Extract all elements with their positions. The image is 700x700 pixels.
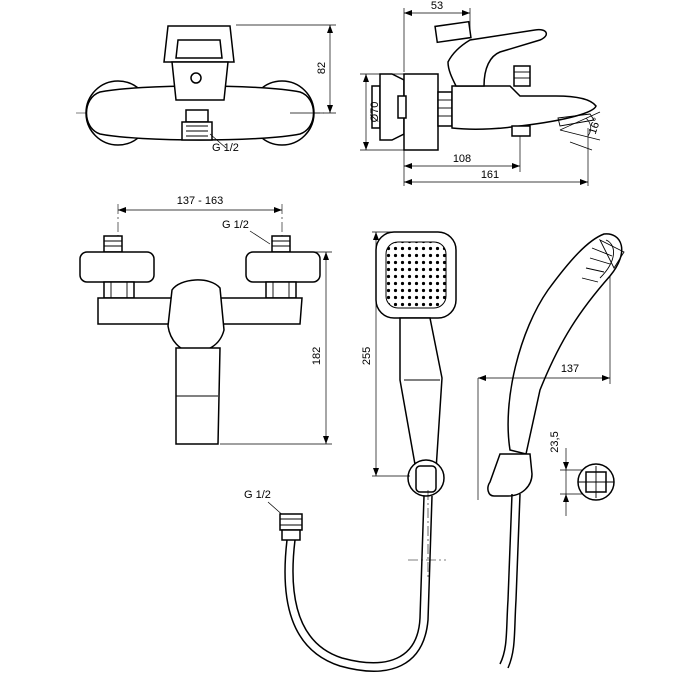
handshower-front-view: 255 [361, 231, 457, 580]
dim-center-range: 137 - 163 [177, 195, 223, 207]
thread-label-top: G 1/2 [222, 219, 249, 231]
dim-255: 255 [361, 347, 373, 365]
dim-137: 137 [561, 363, 579, 375]
mixer-top-view: G 1/2 82 [76, 24, 336, 154]
thread-label-hose: G 1/2 [244, 489, 271, 501]
dim-108: 108 [453, 153, 471, 165]
dim-82: 82 [316, 62, 328, 74]
dim-182: 182 [311, 347, 323, 365]
dim-53: 53 [431, 0, 443, 12]
thread-label-mixer: G 1/2 [212, 142, 239, 154]
handshower-side-view: 137 23,5 [477, 233, 625, 601]
mixer-front-view: 137 - 163 G 1/2 182 [79, 195, 332, 445]
dim-angle-16: 16° [587, 116, 604, 136]
dim-161: 161 [481, 169, 499, 181]
mixer-side-view: 53 Ø70 16° 108 161 [360, 0, 603, 186]
dim-diameter-70: Ø70 [369, 102, 381, 123]
dim-23-5: 23,5 [549, 431, 561, 452]
shower-hose: G 1/2 [244, 489, 517, 672]
